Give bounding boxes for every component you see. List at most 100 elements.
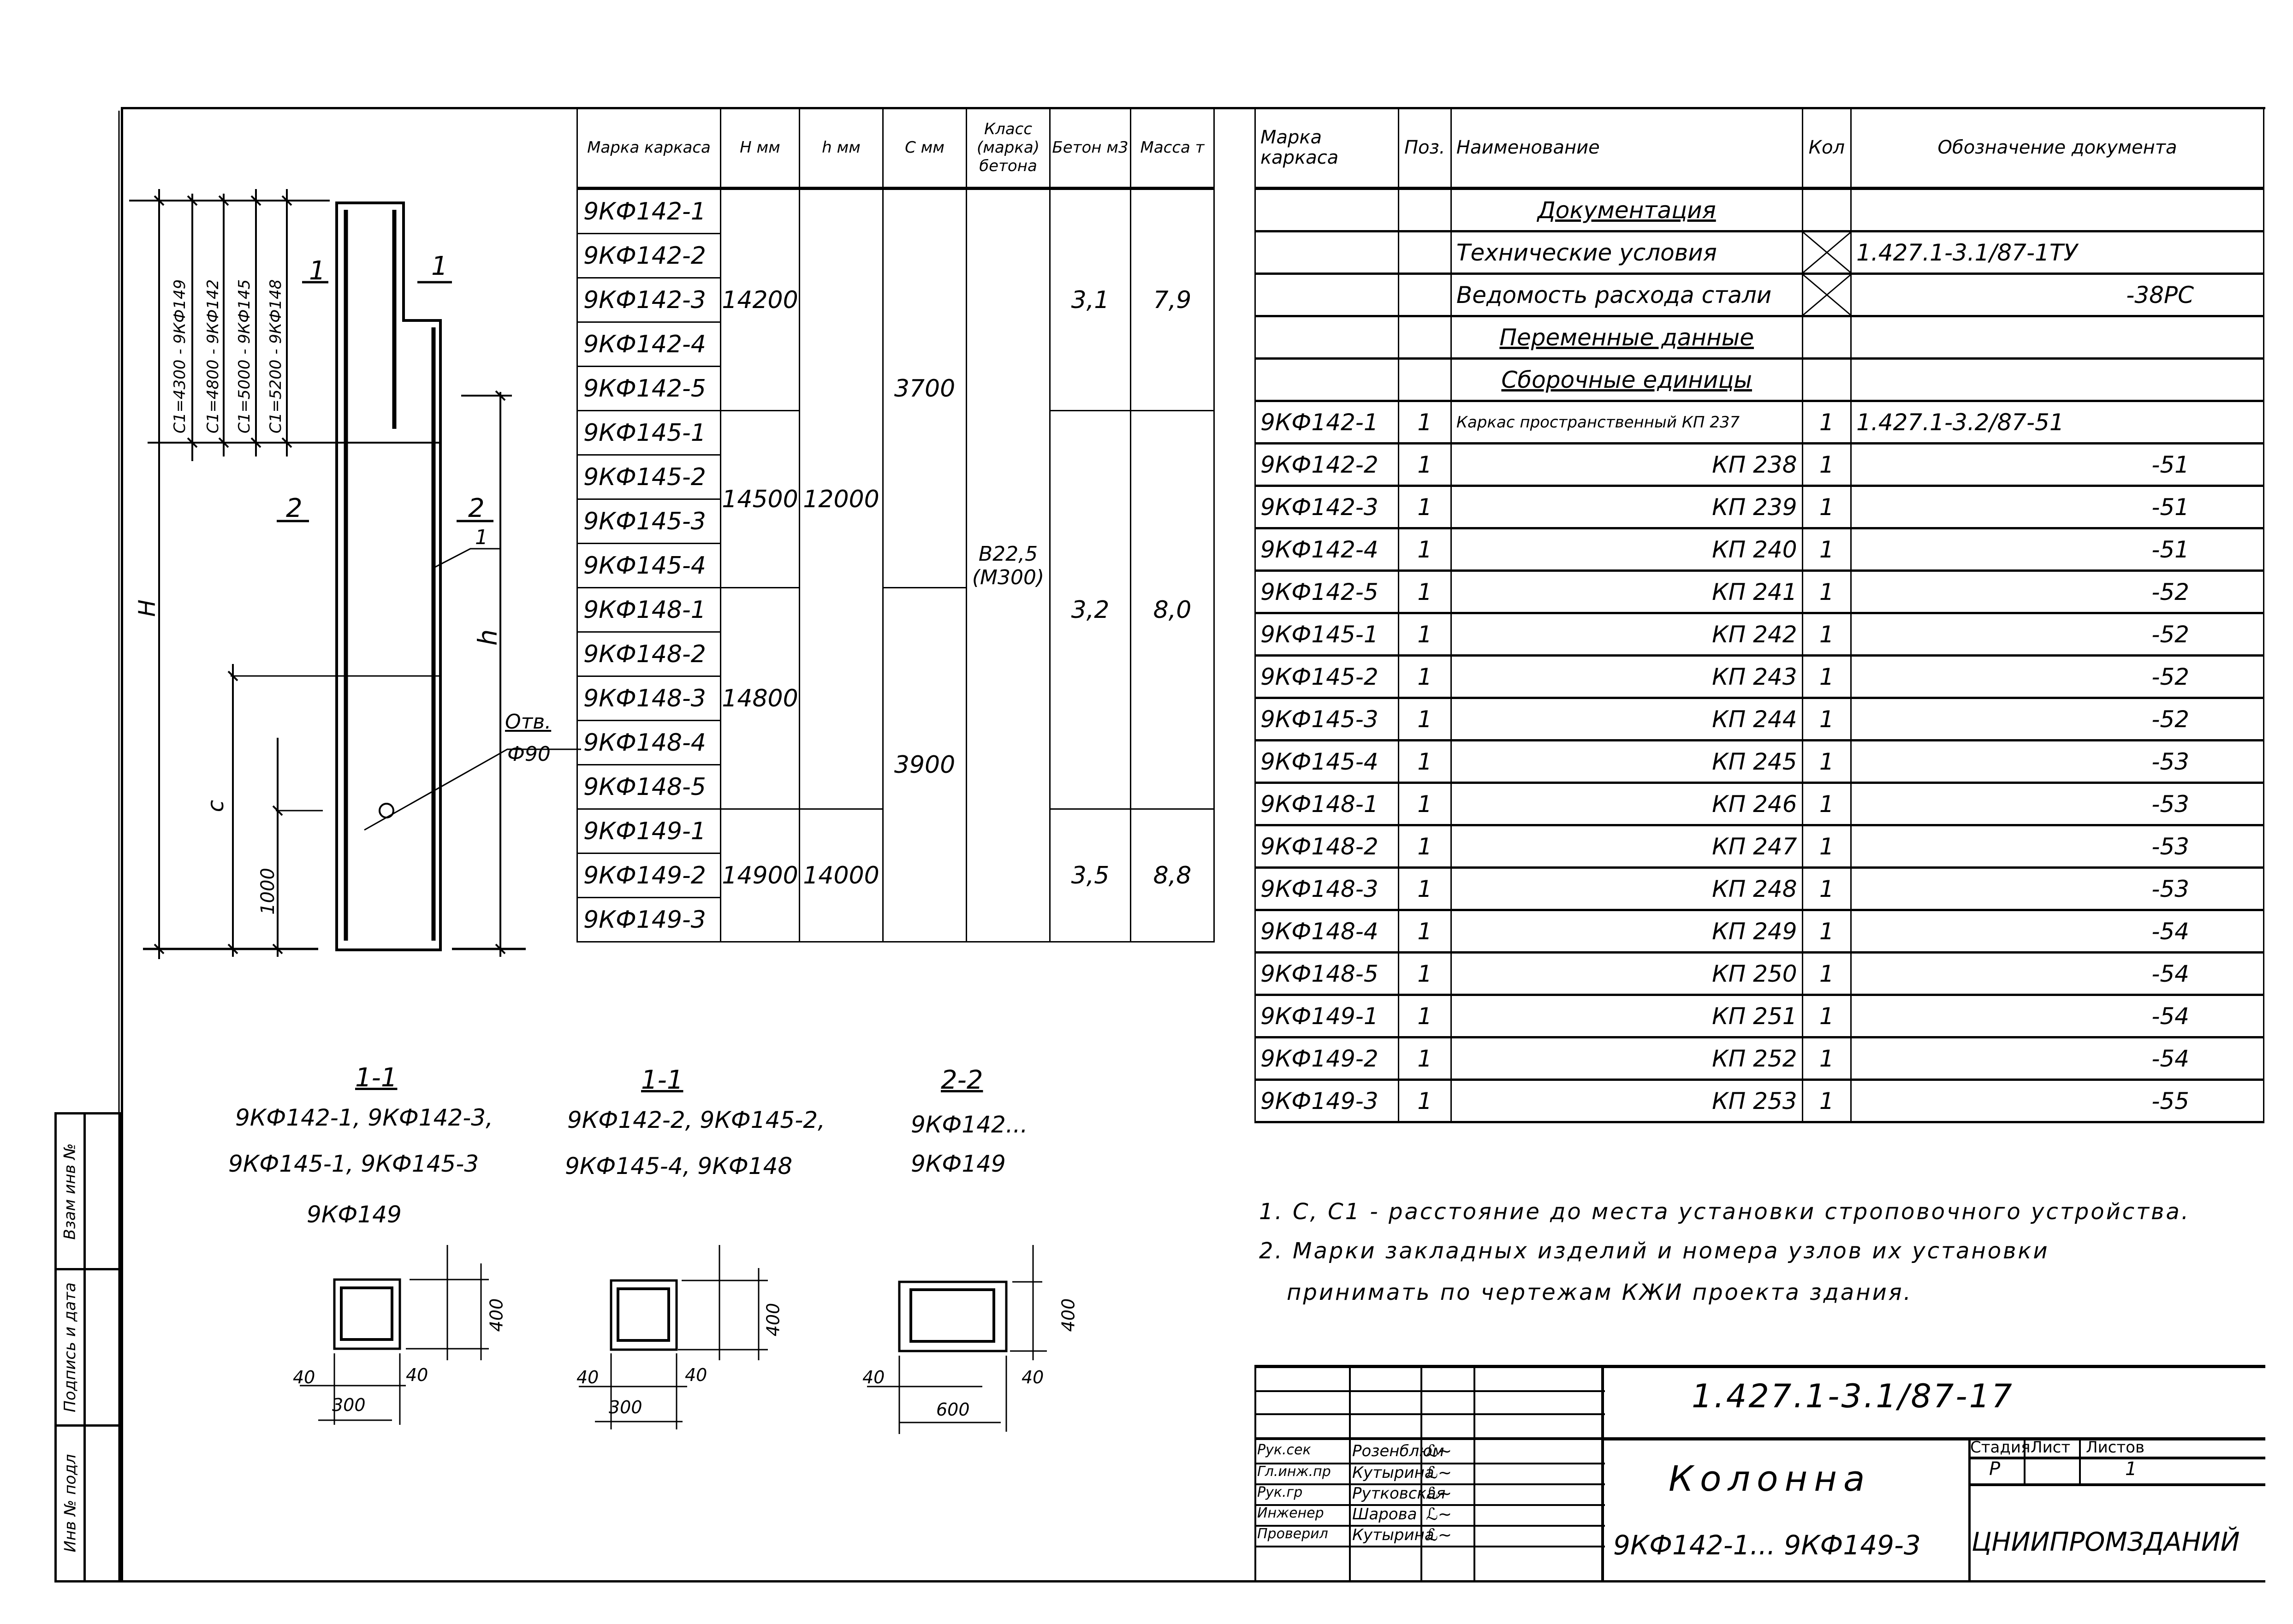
header-concrete-class: Класс (марка) бетона [966,107,1051,190]
signature-icon: ℒ∼ [1426,1464,1452,1482]
section-title: 1-1 [641,1065,683,1095]
signatory-name: Розенблюм [1352,1442,1444,1460]
position: 1 [1397,782,1452,826]
doc-name: Ведомость расхода стали [1450,273,1803,317]
item-name: КП 253 [1450,1079,1803,1123]
frame-mark: 9КФ149-3 [1254,1079,1399,1123]
section-cover-dim: 40 [406,1365,428,1385]
section-cage [340,1286,393,1341]
signatory-role: Гл.инж.пр [1257,1464,1331,1480]
doc-row: Технические условия 1.427.1-3.1/87-1ТУ [1254,231,2264,274]
table-row: 9КФ145-2 [576,454,1214,500]
document-designation: -53 [1850,867,2264,911]
frame-mark: 9КФ149-2 [576,853,721,898]
header-H: H мм [720,107,800,190]
doc-name: Технические условия [1450,231,1803,274]
header-mark: Марка каркаса [1254,107,1399,189]
section-title: 1-1 [355,1063,398,1093]
quantity: 1 [1801,952,1852,996]
position: 1 [1397,994,1452,1038]
frame-mark: 9КФ149-1 [576,808,721,854]
item-name: КП 250 [1450,952,1803,996]
quantity: 1 [1801,485,1852,529]
doc-designation: 1.427.1-3.1/87-1ТУ [1850,231,2264,274]
drawing-subtitle: 9КФ142-1... 9КФ149-3 [1613,1529,1921,1561]
item-name: КП 245 [1450,740,1803,783]
frame-mark: 9КФ142-4 [576,321,721,367]
C-value: 3700 [882,188,967,588]
stage-value: Р [1989,1458,2001,1480]
organization: ЦНИИПРОМЗДАНИЙ [1972,1527,2240,1557]
title-block-signature-grid [1254,1368,1605,1583]
quantity: 1 [1801,909,1852,953]
quantity: 1 [1801,867,1852,911]
document-designation: -54 [1850,994,2264,1038]
sheet-label: Лист [2031,1438,2071,1457]
section-marks: 9КФ145-1, 9КФ145-3 [228,1150,479,1177]
section-cover-dim: 40 [293,1367,315,1387]
section-height-dim: 400 [763,1303,784,1337]
frame-mark: 9КФ148-2 [576,631,721,677]
frame-mark: 9КФ149-3 [576,897,721,942]
section-marks: 9КФ142... [911,1111,1028,1138]
quantity: 1 [1801,570,1852,614]
h-value: 14000 [799,808,884,942]
section-mark-2-left: 2 [286,493,303,523]
signatory-role: Рук.сек [1257,1442,1311,1458]
side-stamp-cell: Инв № подл [57,1426,119,1580]
H-value: 14200 [720,188,800,411]
section-cover-dim: 40 [1022,1367,1044,1387]
item-name: КП 238 [1450,443,1803,486]
section-cage [617,1287,670,1342]
signatory-name: Кутырина [1352,1464,1434,1482]
section-cover-dim: 40 [862,1367,885,1387]
signatory-name: Шарова [1352,1505,1417,1523]
frame-mark: 9КФ148-5 [576,764,721,810]
quantity: 1 [1801,994,1852,1038]
table-row: 9КФ148-4 [576,720,1214,765]
section-marks: 9КФ149 [911,1150,1006,1177]
leader-position-label: 1 [475,526,488,549]
note-2: 2. Марки закладных изделий и номера узло… [1259,1238,2049,1264]
header-document: Обозначение документа [1850,107,2264,189]
section-title: 2-2 [941,1065,983,1095]
specification-table: Марка каркаса Поз. Наименование Кол Обоз… [1254,107,2264,1123]
frame-mark: 9КФ145-2 [576,454,721,500]
table-row: 9КФ148-2 [576,631,1214,677]
quantity: 1 [1801,400,1852,444]
cross-mark-icon [1801,231,1852,274]
sheets-value: 1 [2125,1458,2137,1480]
header-quantity: Кол [1801,107,1852,189]
frame-mark: 9КФ145-1 [1254,612,1399,656]
h-value: 12000 [799,188,884,810]
section-row: Переменные данные [1254,315,2264,359]
document-designation: -52 [1850,655,2264,699]
document-designation: -52 [1850,612,2264,656]
position: 1 [1397,867,1452,911]
side-stamp-cell: Взам инв № [57,1114,119,1271]
signature-icon: ℒ∼ [1426,1484,1452,1503]
table-row: 9КФ142-2 [576,233,1214,279]
frame-mark: 9КФ142-4 [1254,528,1399,571]
mass-value: 7,9 [1130,188,1215,411]
document-designation: -51 [1850,485,2264,529]
concrete-volume: 3,2 [1049,410,1131,810]
table-row: 9КФ149-3 [576,897,1214,942]
position: 1 [1397,824,1452,868]
hole-note-bottom: Ф90 [507,742,551,766]
position: 1 [1397,952,1452,996]
concrete-volume: 3,1 [1049,188,1131,411]
section-height-dim: 400 [1058,1298,1079,1332]
item-name: КП 240 [1450,528,1803,571]
item-name: КП 241 [1450,570,1803,614]
